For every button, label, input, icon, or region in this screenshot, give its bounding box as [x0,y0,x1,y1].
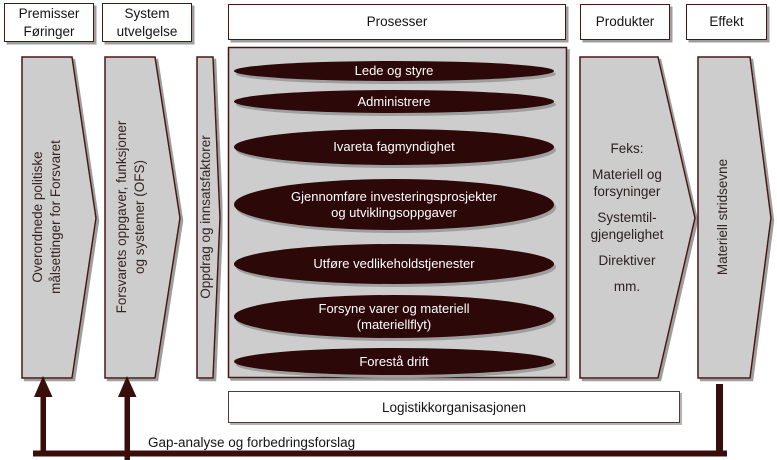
label-overordnede-politiske-malsettinger: Overordnede politiske målsettinger for F… [30,140,63,294]
produkter-arrow-shape [579,56,696,379]
label-oppdrag-og-innsatsfaktorer: Oppdrag og innsatsfaktorer [198,135,214,299]
products-line-feks: Feks: [610,141,644,156]
process-ellipse-foresta-drift: Forestå drift [234,348,554,375]
process-ellipse-ivareta-fagmyndighet: Ivareta fagmyndighet [234,129,554,165]
process-ellipse-administrere: Administrere [234,90,554,113]
logistikkorganisasjonen-label: Logistikkorganisasjonen [381,399,527,415]
process-ellipse-gjennomfore-investeringsprosjekter: Gjennomføre investeringsprosjekter og ut… [234,179,554,230]
logistikkorganisasjonen-box: Logistikkorganisasjonen [228,391,680,423]
feedback-arrow-shaft-1 [40,394,46,452]
process-ellipse-lede-og-styre: Lede og styre [234,61,554,81]
header-premisser-foringer: Premisser Føringer [4,3,94,42]
process-ellipse-forsyne-varer-og-materiell: Forsyne varer og materiell (materiellfly… [234,295,554,338]
products-line-direktiver: Direktiver [598,253,656,268]
oppdrag-chevron-shape [196,56,221,379]
products-line-mm: mm. [613,279,641,294]
feedback-arrowhead-1-icon [34,376,53,397]
feedback-line-vertical-right [716,384,723,453]
products-example-list: Feks: Materiell og forsyninger Systemtil… [565,140,689,304]
products-line-systemtilgjengelighet: Systemtil- gjengelighet [590,210,664,242]
label-forsvarets-oppgaver-funksjoner: Forsvarets oppgaver, funksjoner og syste… [114,120,147,314]
feedback-line-horizontal [33,450,727,457]
label-materiell-stridsevne: Materiell stridsevne [715,158,731,276]
header-prosesser: Prosesser [228,4,566,40]
effekt-arrow-shape [697,56,772,379]
products-line-materiell-og-forsyninger: Materiell og forsyninger [592,167,662,199]
header-produkter: Produkter [580,4,670,40]
header-effekt: Effekt [686,4,767,40]
system-chevron-shape [104,56,181,379]
process-ellipse-utfore-vedlikeholdstjenester: Utføre vedlikeholdstjenester [234,244,554,284]
gap-analyse-label: Gap-analyse og forbedringsforslag [148,435,356,450]
header-system-utvelgelse: System utvelgelse [102,3,192,42]
feedback-arrowhead-2-icon [118,376,137,397]
feedback-arrow-shaft-2 [124,394,130,460]
premisser-chevron-shape [21,56,97,379]
